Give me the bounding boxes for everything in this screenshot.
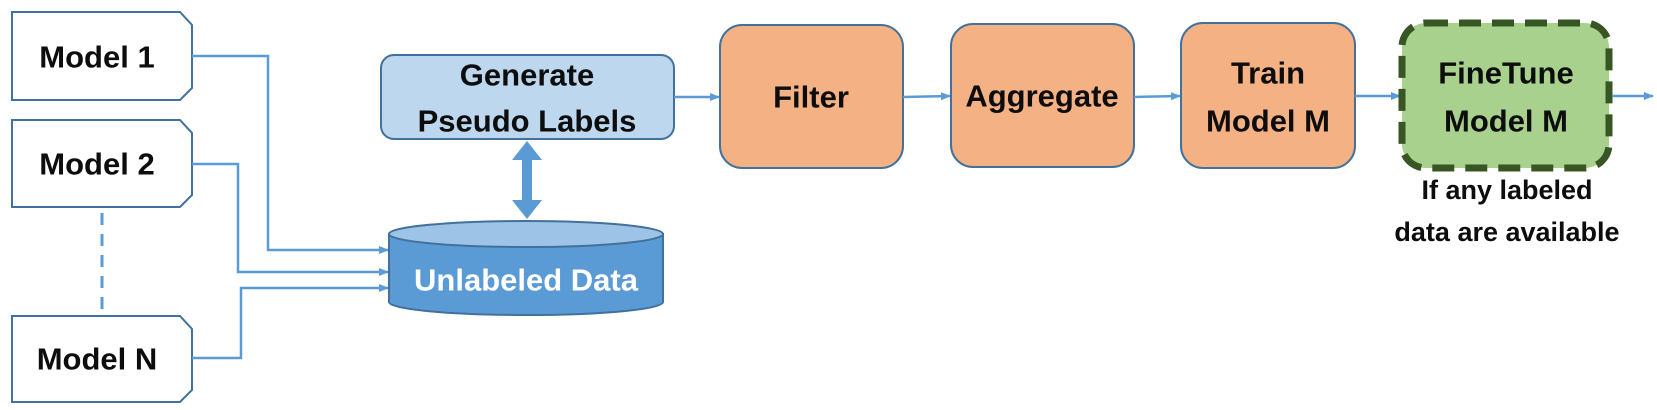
- model-2-label: Model 2: [39, 147, 154, 182]
- connector-aggregate-to-train: [1133, 92, 1181, 101]
- model-box-1-shape: [11, 11, 193, 101]
- database-body: [388, 233, 664, 316]
- connector-filter-to-aggregate: [902, 92, 951, 101]
- train-model-shape: [1180, 22, 1356, 169]
- aggregate-shape: [950, 23, 1135, 168]
- finetune-note-line-1: If any labeled: [1421, 175, 1592, 205]
- model-box-n: Model N: [11, 315, 193, 403]
- bidirectional-arrow-shape: [512, 141, 542, 219]
- generate-pseudo-labels-box: Generate Pseudo Labels: [380, 54, 675, 140]
- train-model-box: Train Model M: [1180, 22, 1356, 169]
- connector-model-1-to-data: [192, 54, 389, 254]
- train-label-line-2: Model M: [1206, 104, 1330, 139]
- model-1-label: Model 1: [39, 40, 154, 75]
- aggregate-label: Aggregate: [965, 79, 1118, 114]
- generate-label-line-1: Generate: [460, 58, 594, 93]
- finetune-label-line-2: Model M: [1444, 104, 1568, 139]
- finetune-model-shape: [1398, 19, 1613, 172]
- train-label-line-1: Train: [1231, 56, 1305, 91]
- model-box-2: Model 2: [11, 119, 193, 208]
- connector-model-n-to-data: [192, 284, 389, 360]
- unlabeled-data-database: Unlabeled Data: [388, 220, 664, 316]
- filter-box: Filter: [719, 24, 904, 169]
- finetune-note-line-2: data are available: [1394, 217, 1619, 247]
- model-n-label: Model N: [37, 342, 158, 377]
- generate-label-line-2: Pseudo Labels: [418, 104, 637, 139]
- bidirectional-arrow: [512, 141, 542, 219]
- unlabeled-data-label: Unlabeled Data: [414, 263, 639, 298]
- model-box-1: Model 1: [11, 11, 193, 101]
- filter-label: Filter: [773, 80, 849, 115]
- connector-model-2-to-data: [192, 162, 389, 276]
- model-box-n-shape: [11, 315, 193, 403]
- finetune-model-box: FineTune Model M: [1398, 19, 1613, 172]
- finetune-label-line-1: FineTune: [1438, 56, 1573, 91]
- model-box-2-shape: [11, 119, 193, 208]
- database-top: [388, 220, 664, 248]
- aggregate-box: Aggregate: [950, 23, 1135, 168]
